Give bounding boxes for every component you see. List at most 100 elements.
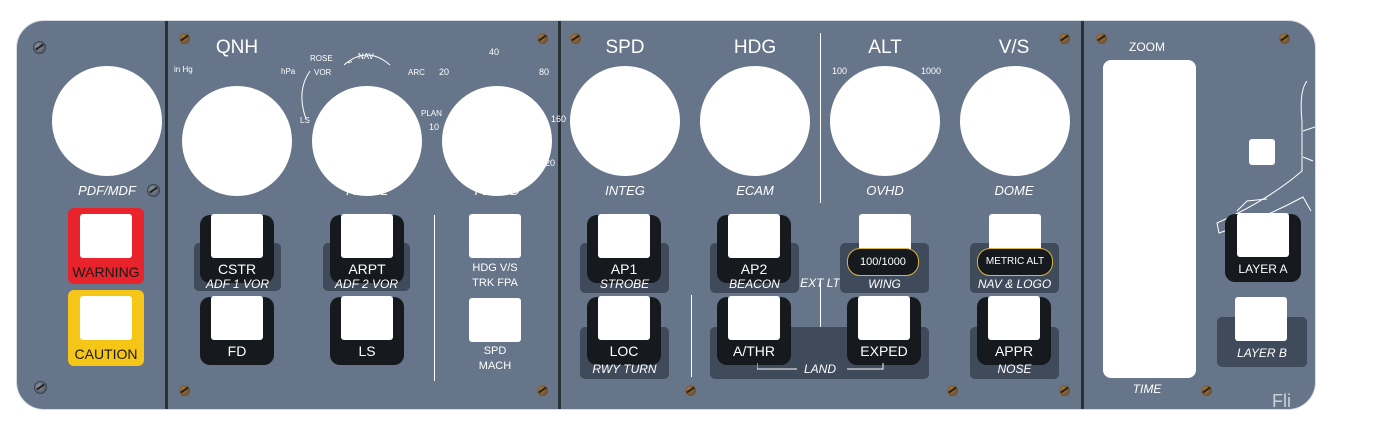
layer-a-light xyxy=(1237,213,1289,257)
appr-label: APPR xyxy=(994,343,1034,359)
screw-icon xyxy=(1279,33,1290,44)
caution-button[interactable]: CAUTION xyxy=(68,290,144,366)
beacon-label: BEACON xyxy=(729,277,780,291)
exped-button[interactable]: EXPED xyxy=(847,296,921,365)
spd-title: SPD xyxy=(605,37,645,58)
caution-light xyxy=(80,296,132,340)
zoom-time-display[interactable] xyxy=(1103,60,1196,378)
exped-light xyxy=(858,296,910,340)
layer-b-button[interactable] xyxy=(1235,297,1287,341)
separator-line xyxy=(691,295,692,377)
panel-label: PANEL xyxy=(346,183,388,198)
hdg-title: HDG xyxy=(733,37,777,58)
fd-light xyxy=(211,296,263,340)
land-label: LAND xyxy=(803,362,836,376)
screw-icon xyxy=(685,385,696,396)
athr-light xyxy=(728,296,780,340)
pdf-mdf-knob[interactable] xyxy=(52,66,162,176)
ovhd-label: OVHD xyxy=(866,183,904,198)
screw-icon xyxy=(1201,385,1212,396)
ls-label: LS xyxy=(300,116,310,125)
athr-label: A/THR xyxy=(733,343,775,359)
arpt-button[interactable]: ARPT xyxy=(330,214,404,283)
vs-title: V/S xyxy=(998,37,1030,58)
adf2-label: ADF 2 VOR xyxy=(334,277,399,291)
mach-label: MACH xyxy=(478,360,512,372)
vs-knob[interactable] xyxy=(960,66,1070,176)
screw-icon xyxy=(1059,385,1070,396)
mode-arc-icon xyxy=(301,61,352,120)
arpt-light xyxy=(341,214,393,258)
time-label: TIME xyxy=(1132,382,1162,396)
screw-icon xyxy=(1096,33,1107,44)
alt-1000-label: 1000 xyxy=(921,66,942,76)
range-10-label: 10 xyxy=(429,122,440,132)
trk-fpa-label: TRK FPA xyxy=(472,277,518,289)
screw-icon xyxy=(537,33,548,44)
nose-label: NOSE xyxy=(997,362,1032,376)
appr-button[interactable]: APPR xyxy=(977,296,1051,365)
nav-arc-icon xyxy=(343,54,391,66)
separator-line xyxy=(820,281,821,371)
section-divider xyxy=(558,21,561,409)
watermark-text: Fli xyxy=(1272,391,1291,410)
vor-label: VOR xyxy=(314,68,332,77)
warning-light xyxy=(80,214,132,258)
screw-icon xyxy=(34,381,47,394)
range-320-label: 320 xyxy=(540,158,556,168)
ap1-label: AP1 xyxy=(610,261,638,277)
loc-button[interactable]: LOC xyxy=(587,296,661,365)
warning-label: WARNING xyxy=(72,264,140,280)
panel-knob[interactable] xyxy=(312,86,422,196)
arpt-label: ARPT xyxy=(348,261,386,277)
exped-label: EXPED xyxy=(860,343,908,359)
ls-button[interactable]: LS xyxy=(330,296,404,365)
ecam-label: ECAM xyxy=(736,183,774,198)
adf1-label: ADF 1 VOR xyxy=(205,277,270,291)
wing-label: WING xyxy=(868,277,901,291)
alt-sel-label: 100/1000 xyxy=(847,248,919,276)
spd-label: SPD xyxy=(483,345,507,357)
separator-line xyxy=(820,33,821,203)
fd-button[interactable]: FD xyxy=(200,296,274,365)
section-divider xyxy=(1081,21,1084,409)
ap-label: AP xyxy=(228,183,246,198)
dome-label: DOME xyxy=(994,183,1034,198)
hdg-vs-button[interactable] xyxy=(469,214,521,258)
flood-knob[interactable] xyxy=(442,86,552,196)
cstr-button[interactable]: CSTR xyxy=(200,214,274,283)
metric-alt-label: METRIC ALT xyxy=(977,248,1053,276)
ap-knob[interactable] xyxy=(182,86,292,196)
integ-label: INTEG xyxy=(605,183,645,198)
spd-mach-button[interactable] xyxy=(469,298,521,342)
warning-button[interactable]: WARNING xyxy=(68,208,144,284)
plan-label: PLAN xyxy=(421,109,442,118)
screw-icon xyxy=(33,41,46,54)
spd-knob[interactable] xyxy=(570,66,680,176)
screw-icon xyxy=(179,385,190,396)
ap1-button[interactable]: AP1 xyxy=(587,214,661,283)
small-indicator xyxy=(1249,139,1275,165)
screw-icon xyxy=(537,385,548,396)
cstr-label: CSTR xyxy=(217,261,257,277)
range-80-label: 80 xyxy=(539,67,550,77)
layer-a-button[interactable]: LAYER A xyxy=(1225,213,1301,282)
screw-icon xyxy=(179,33,190,44)
hdg-knob[interactable] xyxy=(700,66,810,176)
athr-button[interactable]: A/THR xyxy=(717,296,791,365)
screw-icon xyxy=(147,184,160,197)
range-40-label: 40 xyxy=(489,47,500,57)
rwy-turn-label: RWY TURN xyxy=(592,362,657,376)
alt-100-label: 100 xyxy=(832,66,848,76)
nav-label: NAV xyxy=(358,52,374,61)
ls-button-label: LS xyxy=(358,343,376,359)
ap2-label: AP2 xyxy=(740,261,768,277)
strobe-label: STROBE xyxy=(599,277,650,291)
ap1-light xyxy=(598,214,650,258)
hdg-vs-label: HDG V/S xyxy=(472,262,518,274)
ap2-button[interactable]: AP2 xyxy=(717,214,791,283)
ext-lt-label: EXT LT xyxy=(800,276,840,290)
alt-knob[interactable] xyxy=(830,66,940,176)
ls-light xyxy=(341,296,393,340)
rose-label: ROSE xyxy=(310,54,333,63)
